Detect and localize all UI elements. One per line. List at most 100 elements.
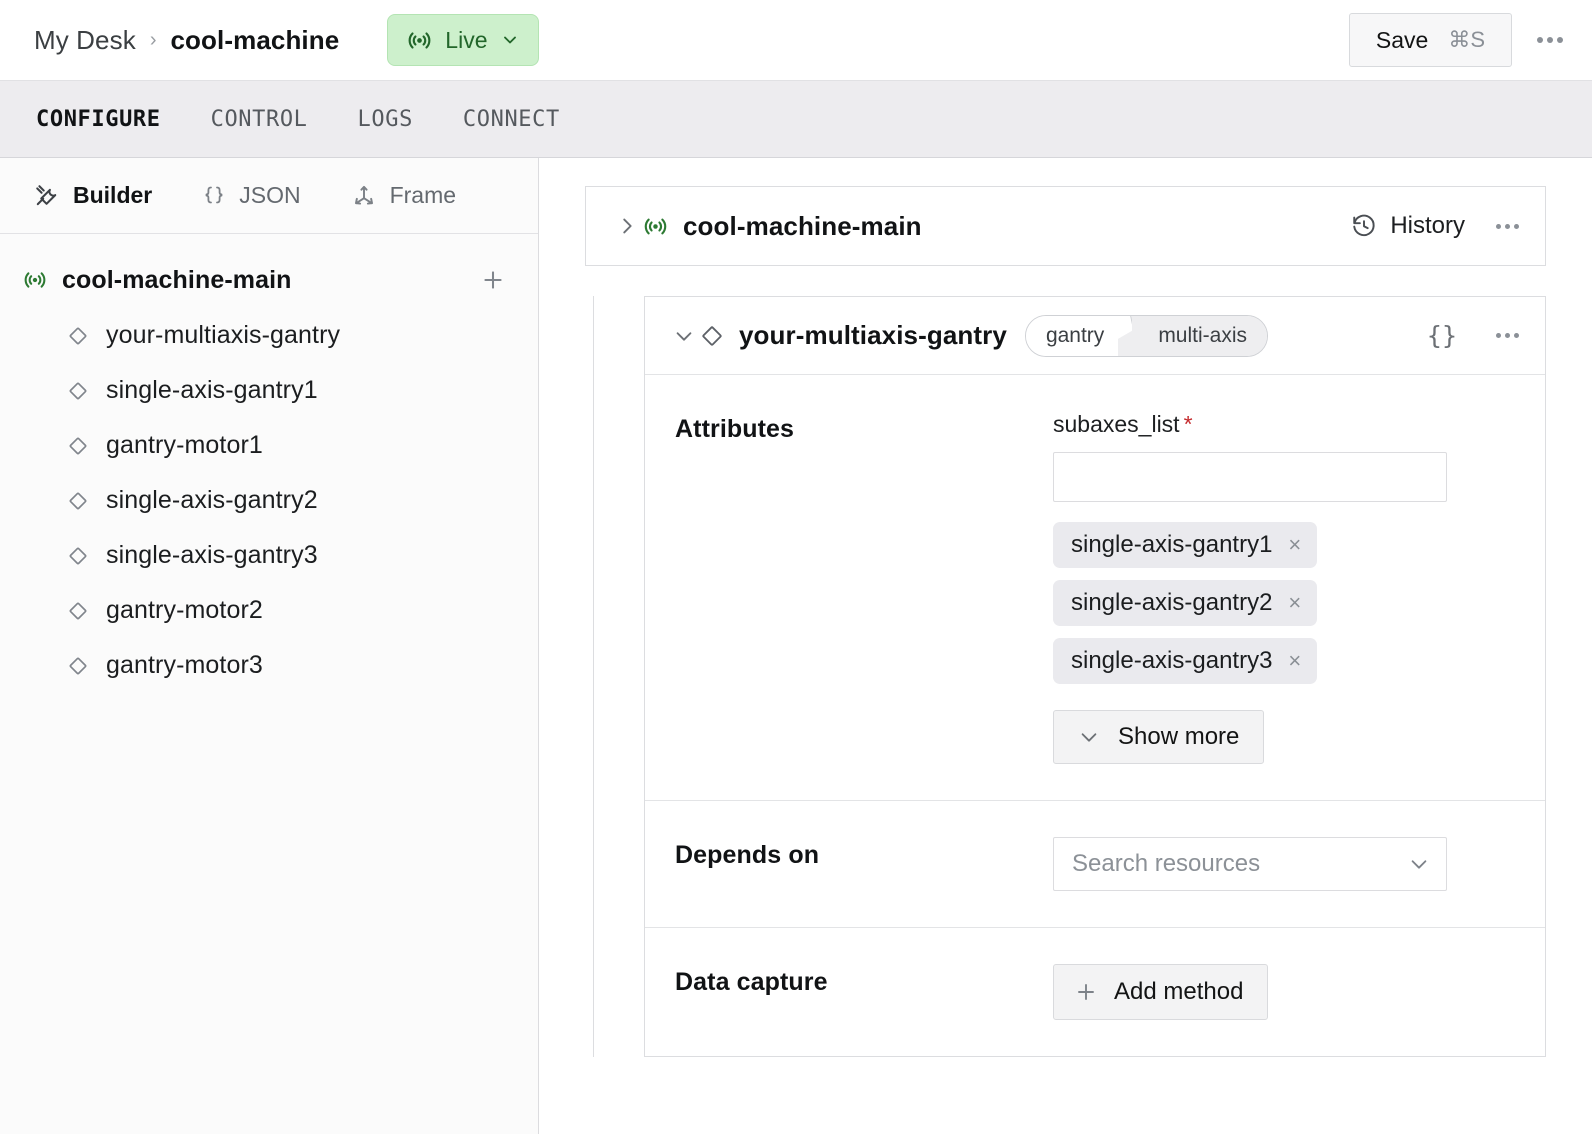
chip-single-axis-gantry1[interactable]: single-axis-gantry1 × <box>1053 522 1318 568</box>
mode-builder[interactable]: Builder <box>34 182 152 209</box>
mode-json-label: JSON <box>239 182 301 208</box>
save-button[interactable]: Save ⌘S <box>1348 13 1512 67</box>
broadcast-icon <box>22 267 48 293</box>
tree-root-label: cool-machine-main <box>62 265 292 294</box>
chevron-down-icon <box>1408 853 1430 875</box>
tab-configure[interactable]: CONFIGURE <box>36 106 161 132</box>
mode-builder-label: Builder <box>73 182 153 208</box>
data-capture-section: Data capture Add method <box>645 928 1545 1056</box>
tab-logs[interactable]: LOGS <box>357 106 413 132</box>
chevron-right-icon[interactable] <box>612 215 642 237</box>
depends-on-section: Depends on Search resources <box>645 801 1545 928</box>
machine-card-actions: History <box>1351 206 1527 246</box>
breadcrumb: My Desk › cool-machine <box>34 25 339 56</box>
tree-item-gantry-motor2[interactable]: gantry-motor2 <box>0 583 538 638</box>
pill-divider-icon <box>1118 315 1133 356</box>
mode-frame-label: Frame <box>389 182 457 208</box>
diamond-icon <box>66 324 90 348</box>
add-method-label: Add method <box>1114 978 1244 1005</box>
tree-item-gantry-motor3[interactable]: gantry-motor3 <box>0 638 538 693</box>
resource-type-tag-multi-axis: multi-axis <box>1132 315 1267 356</box>
sidebar: Builder JSON <box>0 158 539 1134</box>
main-panel: cool-machine-main History <box>539 158 1592 1134</box>
chevron-down-icon <box>1078 726 1100 748</box>
chip-single-axis-gantry3[interactable]: single-axis-gantry3 × <box>1053 638 1318 684</box>
axes-icon <box>351 183 377 209</box>
braces-icon[interactable]: {} <box>1426 321 1457 350</box>
chip-single-axis-gantry2[interactable]: single-axis-gantry2 × <box>1053 580 1318 626</box>
live-status-label: Live <box>445 26 488 53</box>
chevron-down-icon <box>500 30 520 50</box>
machine-card-overflow-menu-icon[interactable] <box>1487 206 1527 246</box>
braces-icon <box>202 183 226 209</box>
diamond-icon <box>66 379 90 403</box>
tree-item-single-axis-gantry3[interactable]: single-axis-gantry3 <box>0 528 538 583</box>
resource-card-overflow-menu-icon[interactable] <box>1487 316 1527 356</box>
resource-card-actions: {} <box>1421 316 1527 356</box>
chevron-down-icon[interactable] <box>669 325 699 347</box>
tree-item-your-multiaxis-gantry[interactable]: your-multiaxis-gantry <box>0 308 538 363</box>
required-marker: * <box>1183 411 1193 437</box>
breadcrumb-root-link[interactable]: My Desk <box>34 24 136 55</box>
diamond-icon <box>66 434 90 458</box>
nested-resource-wrapper: your-multiaxis-gantry gantry multi-axis … <box>593 296 1546 1057</box>
sidebar-mode-bar: Builder JSON <box>0 158 538 234</box>
subaxes-chip-list: single-axis-gantry1 × single-axis-gantry… <box>1053 522 1521 684</box>
live-status-dropdown[interactable]: Live <box>387 14 539 66</box>
close-icon[interactable]: × <box>1288 590 1302 615</box>
mode-json[interactable]: JSON <box>202 182 301 209</box>
breadcrumb-separator-icon: › <box>149 28 157 51</box>
tree-item-label: single-axis-gantry2 <box>106 486 318 514</box>
depends-on-label: Depends on <box>675 841 820 869</box>
chip-label: single-axis-gantry2 <box>1071 589 1273 616</box>
machine-card-title: cool-machine-main <box>683 210 922 241</box>
chip-label: single-axis-gantry3 <box>1071 647 1273 674</box>
show-more-button[interactable]: Show more <box>1053 710 1265 764</box>
subaxes-list-label: subaxes_list* <box>1053 411 1521 438</box>
breadcrumb-current: cool-machine <box>170 24 340 55</box>
diamond-icon <box>66 654 90 678</box>
broadcast-icon <box>642 213 669 240</box>
primary-tab-bar: CONFIGURE CONTROL LOGS CONNECT <box>0 80 1592 158</box>
data-capture-body: Add method <box>1053 964 1521 1020</box>
tab-connect[interactable]: CONNECT <box>462 106 560 132</box>
tab-control[interactable]: CONTROL <box>210 106 308 132</box>
tree-item-label: gantry-motor2 <box>106 596 263 624</box>
tree-item-label: gantry-motor3 <box>106 651 263 679</box>
close-icon[interactable]: × <box>1288 532 1302 557</box>
resource-type-breadcrumb-pill[interactable]: gantry multi-axis <box>1024 314 1268 357</box>
diamond-icon <box>699 323 725 349</box>
close-icon[interactable]: × <box>1288 648 1302 673</box>
show-more-label: Show more <box>1118 723 1240 750</box>
top-bar-actions: Save ⌘S <box>1348 13 1570 67</box>
history-button-label: History <box>1390 212 1465 239</box>
diamond-icon <box>66 544 90 568</box>
resource-tree: cool-machine-main your-multiaxis-gantry … <box>0 234 538 693</box>
tree-item-label: single-axis-gantry3 <box>106 541 318 569</box>
tree-item-label: single-axis-gantry1 <box>106 376 318 404</box>
save-button-label: Save <box>1375 26 1429 53</box>
tree-root-cool-machine-main[interactable]: cool-machine-main <box>0 252 538 308</box>
tools-icon <box>34 183 60 209</box>
search-resources-placeholder: Search resources <box>1072 850 1261 877</box>
data-capture-label: Data capture <box>675 968 828 996</box>
add-resource-button[interactable] <box>476 263 510 297</box>
resource-card-header: your-multiaxis-gantry gantry multi-axis … <box>645 297 1545 375</box>
body-split: Builder JSON <box>0 158 1592 1134</box>
attributes-label: Attributes <box>675 415 795 443</box>
subaxes-list-input[interactable] <box>1053 452 1447 502</box>
search-resources-select[interactable]: Search resources <box>1053 837 1447 891</box>
tree-item-label: gantry-motor1 <box>106 431 263 459</box>
chip-label: single-axis-gantry1 <box>1071 531 1273 558</box>
resource-card-your-multiaxis-gantry: your-multiaxis-gantry gantry multi-axis … <box>644 296 1546 1057</box>
tree-item-gantry-motor1[interactable]: gantry-motor1 <box>0 418 538 473</box>
save-shortcut-label: ⌘S <box>1448 27 1485 52</box>
tree-item-single-axis-gantry2[interactable]: single-axis-gantry2 <box>0 473 538 528</box>
diamond-icon <box>66 599 90 623</box>
top-bar-overflow-menu-icon[interactable] <box>1530 20 1570 60</box>
tree-item-single-axis-gantry1[interactable]: single-axis-gantry1 <box>0 363 538 418</box>
add-method-button[interactable]: Add method <box>1053 964 1269 1020</box>
history-button[interactable]: History <box>1351 212 1465 240</box>
tree-item-label: your-multiaxis-gantry <box>106 321 341 349</box>
mode-frame[interactable]: Frame <box>351 182 456 209</box>
